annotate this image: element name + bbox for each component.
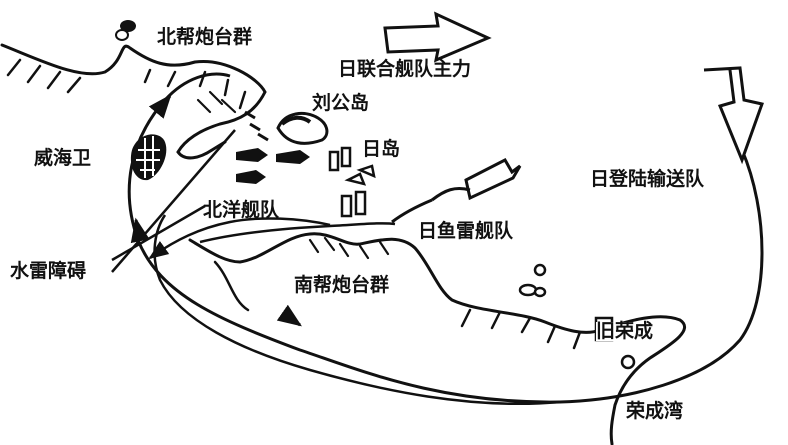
north-islets xyxy=(115,20,136,41)
label-south-forts: 南帮炮台群 xyxy=(294,274,390,296)
inner-route-arcs xyxy=(148,214,561,405)
label-weihaiwei: 威海卫 xyxy=(34,147,92,169)
label-beiyang-fleet: 北洋舰队 xyxy=(203,199,280,221)
liugong-island xyxy=(244,110,329,145)
label-rongcheng-bay: 荣成湾 xyxy=(626,400,684,422)
japan-landing-arrow xyxy=(703,66,764,165)
label-north-forts: 北帮炮台群 xyxy=(157,26,253,48)
leader-lines xyxy=(111,129,236,273)
label-liugong-island: 刘公岛 xyxy=(312,92,370,114)
label-old-rongcheng: 旧荣成 xyxy=(596,320,654,342)
south-islets xyxy=(518,263,547,298)
beiyang-fleet-ships xyxy=(236,148,310,184)
south-coastline xyxy=(188,232,687,445)
north-coastline xyxy=(0,43,267,160)
mine-barrier-line xyxy=(199,222,396,244)
japan-main-fleet-arrow xyxy=(383,11,492,63)
japan-landing-route xyxy=(127,72,764,404)
label-japan-main-fleet: 日联合舰队主力 xyxy=(338,58,472,80)
japan-torpedo-arrow xyxy=(391,158,522,224)
weihaiwei-town-symbol xyxy=(130,134,167,181)
label-japan-landing-fleet: 日登陆输送队 xyxy=(590,168,705,190)
label-japan-torpedo-fleet: 日鱼雷舰队 xyxy=(418,220,514,242)
ri-island xyxy=(328,146,376,218)
label-mine-barrier: 水雷障碍 xyxy=(10,260,87,282)
label-ri-island: 日岛 xyxy=(362,138,401,160)
